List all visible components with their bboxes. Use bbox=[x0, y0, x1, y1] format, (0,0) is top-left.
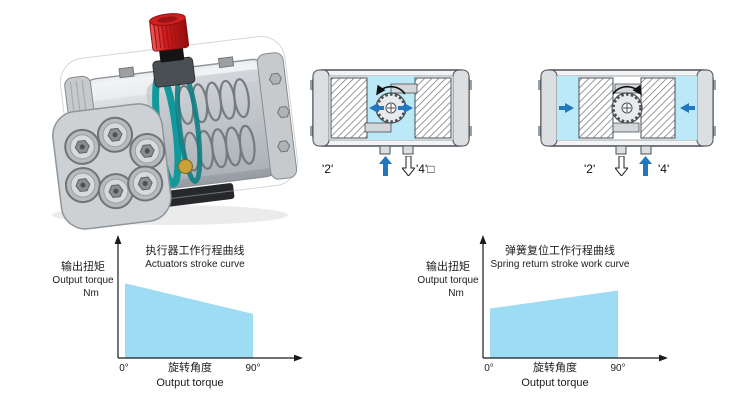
chart-title-zh: 弹簧复位工作行程曲线 bbox=[505, 243, 615, 257]
y-axis-label-en: Output torque bbox=[417, 275, 479, 286]
cap-bolt bbox=[538, 126, 541, 136]
x-axis-label-zh: 旋转角度 bbox=[533, 360, 577, 374]
x-tick-0: 0° bbox=[119, 363, 129, 374]
port-2-label: '2' bbox=[322, 162, 334, 176]
port-2-label: '2' bbox=[584, 162, 596, 176]
spring-cartridges bbox=[64, 116, 166, 210]
chart-title-en: Actuators stroke curve bbox=[145, 259, 245, 270]
piston-left bbox=[330, 77, 368, 139]
bronze-gear-detail bbox=[177, 158, 193, 174]
end-cap-left bbox=[312, 69, 330, 147]
exhaust-down-arrow-icon bbox=[615, 156, 628, 176]
air-in-up-arrow-icon bbox=[639, 156, 652, 176]
pinion-teeth bbox=[612, 93, 642, 123]
y-axis-label-zh: 输出扭矩 bbox=[426, 259, 470, 273]
y-axis-label-en: Output torque bbox=[52, 275, 114, 286]
x-axis-arrow-icon bbox=[659, 354, 668, 362]
cap-bolt bbox=[310, 126, 313, 136]
rotation-cw-arrow-icon bbox=[612, 84, 642, 96]
pinion-shaft-housing bbox=[152, 56, 196, 88]
torque-curve-area bbox=[490, 290, 618, 358]
piston-right bbox=[414, 77, 452, 139]
cap-bolt bbox=[469, 80, 472, 90]
air-in-up-arrow-icon bbox=[379, 156, 392, 176]
chart-title-en: Spring return stroke work curve bbox=[491, 259, 630, 270]
y-axis-unit: Nm bbox=[448, 288, 464, 299]
port-2-stub bbox=[379, 145, 391, 155]
y-axis-arrow-icon bbox=[479, 235, 487, 244]
rotation-ccw-arrow-icon bbox=[376, 84, 406, 96]
x-axis-arrow-icon bbox=[294, 354, 303, 362]
piston-right bbox=[640, 77, 676, 139]
air-push-inward-left-arrow-icon bbox=[559, 103, 574, 113]
pinion-hub-cross bbox=[623, 104, 631, 112]
spring-return-stroke-chart: 弹簧复位工作行程曲线 Spring return stroke work cur… bbox=[417, 235, 668, 389]
y-axis-unit: Nm bbox=[83, 288, 99, 299]
vent-plug-left bbox=[118, 66, 135, 79]
x-axis-label-zh: 旋转角度 bbox=[168, 360, 212, 374]
double-acting-port-row: '2' '4'□ bbox=[310, 154, 472, 184]
x-tick-90: 90° bbox=[245, 363, 260, 374]
port-4-label: '4' bbox=[658, 162, 670, 176]
torque-curve-area bbox=[125, 283, 253, 358]
port-4-stub bbox=[402, 145, 414, 155]
cap-bolt bbox=[713, 80, 716, 90]
cross-section-spring-return bbox=[538, 69, 716, 155]
port-4-label: '4'□ bbox=[416, 162, 435, 176]
x-tick-0: 0° bbox=[484, 363, 494, 374]
cap-bolt bbox=[310, 80, 313, 90]
piston-left bbox=[578, 77, 614, 139]
x-tick-90: 90° bbox=[610, 363, 625, 374]
port-4-stub bbox=[640, 145, 652, 155]
cap-bolt bbox=[538, 80, 541, 90]
rack-bottom bbox=[612, 122, 640, 133]
y-axis-arrow-icon bbox=[114, 235, 122, 244]
air-push-inward-right-arrow-icon bbox=[680, 103, 695, 113]
manual-override-knob bbox=[148, 13, 190, 63]
vent-plug-right bbox=[217, 56, 235, 69]
y-axis-label-zh: 输出扭矩 bbox=[61, 259, 105, 273]
end-cap-bolts bbox=[268, 72, 291, 153]
actuator-cutaway-figure bbox=[52, 13, 298, 230]
pinion-hub-cross bbox=[387, 104, 395, 112]
knob-top-inner bbox=[157, 16, 178, 23]
exhaust-down-arrow-icon bbox=[402, 156, 415, 176]
end-cap-right bbox=[696, 69, 714, 147]
x-axis-label-en: Output torque bbox=[156, 377, 223, 389]
spring-return-port-row: '2' '4' bbox=[538, 154, 716, 184]
air-push-right-arrow-icon bbox=[398, 103, 413, 113]
knob-ribs bbox=[153, 19, 186, 50]
end-cap-right bbox=[452, 69, 470, 147]
cap-bolt bbox=[713, 126, 716, 136]
end-cap-left bbox=[540, 69, 558, 147]
cross-section-double-acting bbox=[310, 69, 472, 155]
x-axis-label-en: Output torque bbox=[521, 377, 588, 389]
port-2-stub bbox=[615, 145, 627, 155]
cap-bolt bbox=[469, 126, 472, 136]
rack-bottom bbox=[364, 122, 392, 133]
air-push-left-arrow-icon bbox=[369, 103, 384, 113]
chart-title-zh: 执行器工作行程曲线 bbox=[146, 243, 245, 257]
actuator-stroke-chart: 执行器工作行程曲线 Actuators stroke curve 输出扭矩 Ou… bbox=[52, 235, 303, 389]
